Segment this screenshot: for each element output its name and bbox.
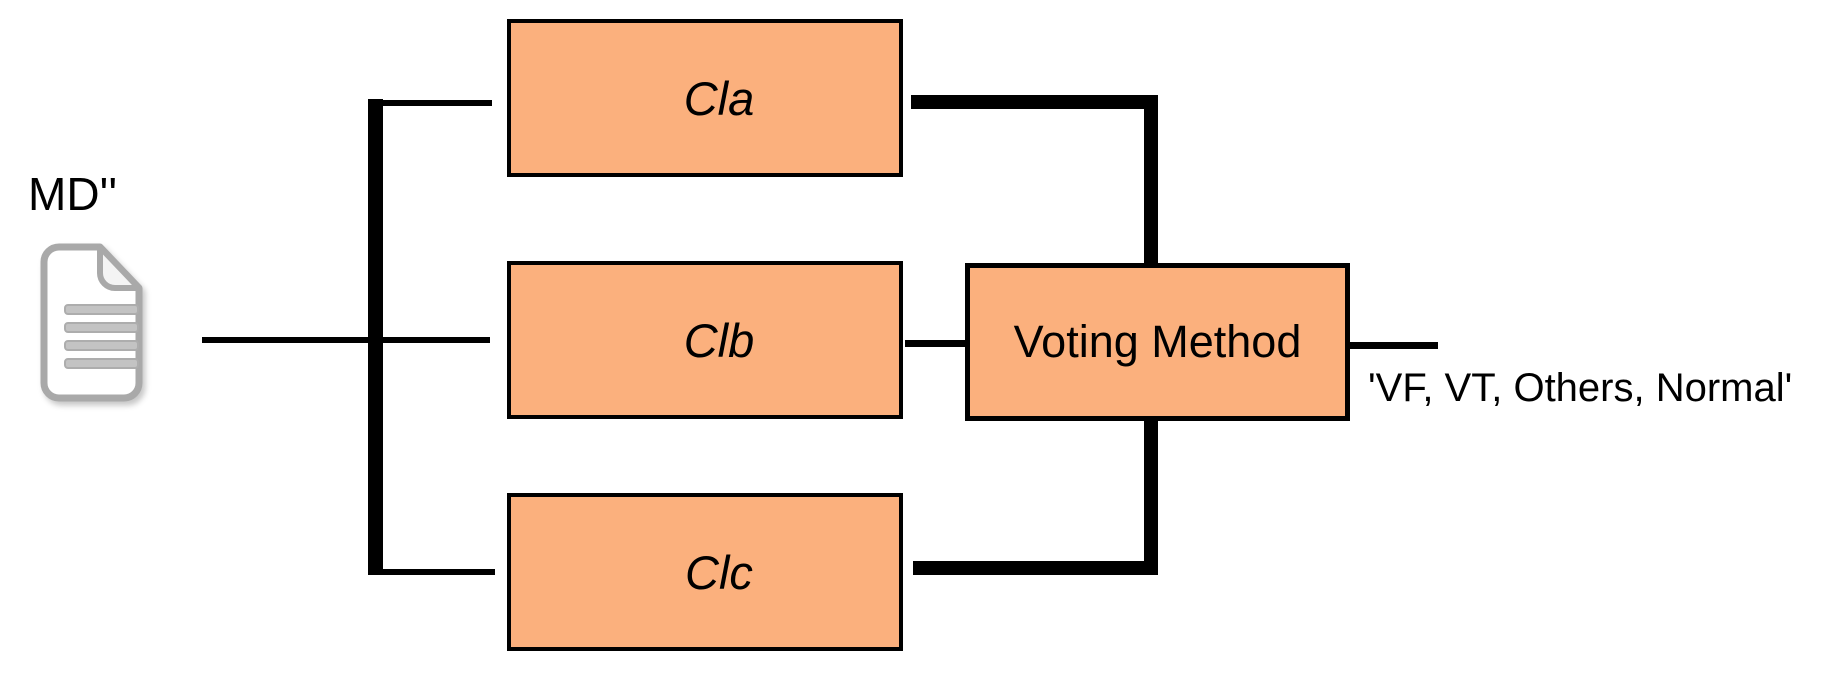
input-label: MD'' [28, 168, 118, 220]
voting-method-label: Voting Method [1013, 316, 1302, 367]
classifier-box-c: Clc [507, 493, 903, 651]
classifier-box-a: Cla [507, 19, 903, 177]
connector-input-line [202, 337, 490, 343]
voting-method-box: Voting Method [965, 263, 1350, 421]
document-icon [40, 243, 143, 402]
connector-branch-top [376, 100, 492, 106]
classifier-box-b: Clb [507, 261, 903, 419]
connector-clc-vertical [1144, 419, 1158, 575]
connector-cla-horizontal [911, 95, 1158, 109]
connector-branch-bottom [376, 569, 495, 575]
connector-clb-line [905, 340, 967, 347]
connector-cla-vertical [1144, 95, 1158, 265]
connector-output-line [1350, 342, 1438, 349]
connector-clc-horizontal [913, 561, 1158, 575]
classifier-label-b: Clb [683, 313, 755, 367]
output-label: 'VF, VT, Others, Normal' [1368, 366, 1793, 410]
classifier-label-a: Cla [683, 71, 755, 125]
splitter-bar [368, 99, 383, 575]
classifier-label-c: Clc [685, 545, 753, 599]
